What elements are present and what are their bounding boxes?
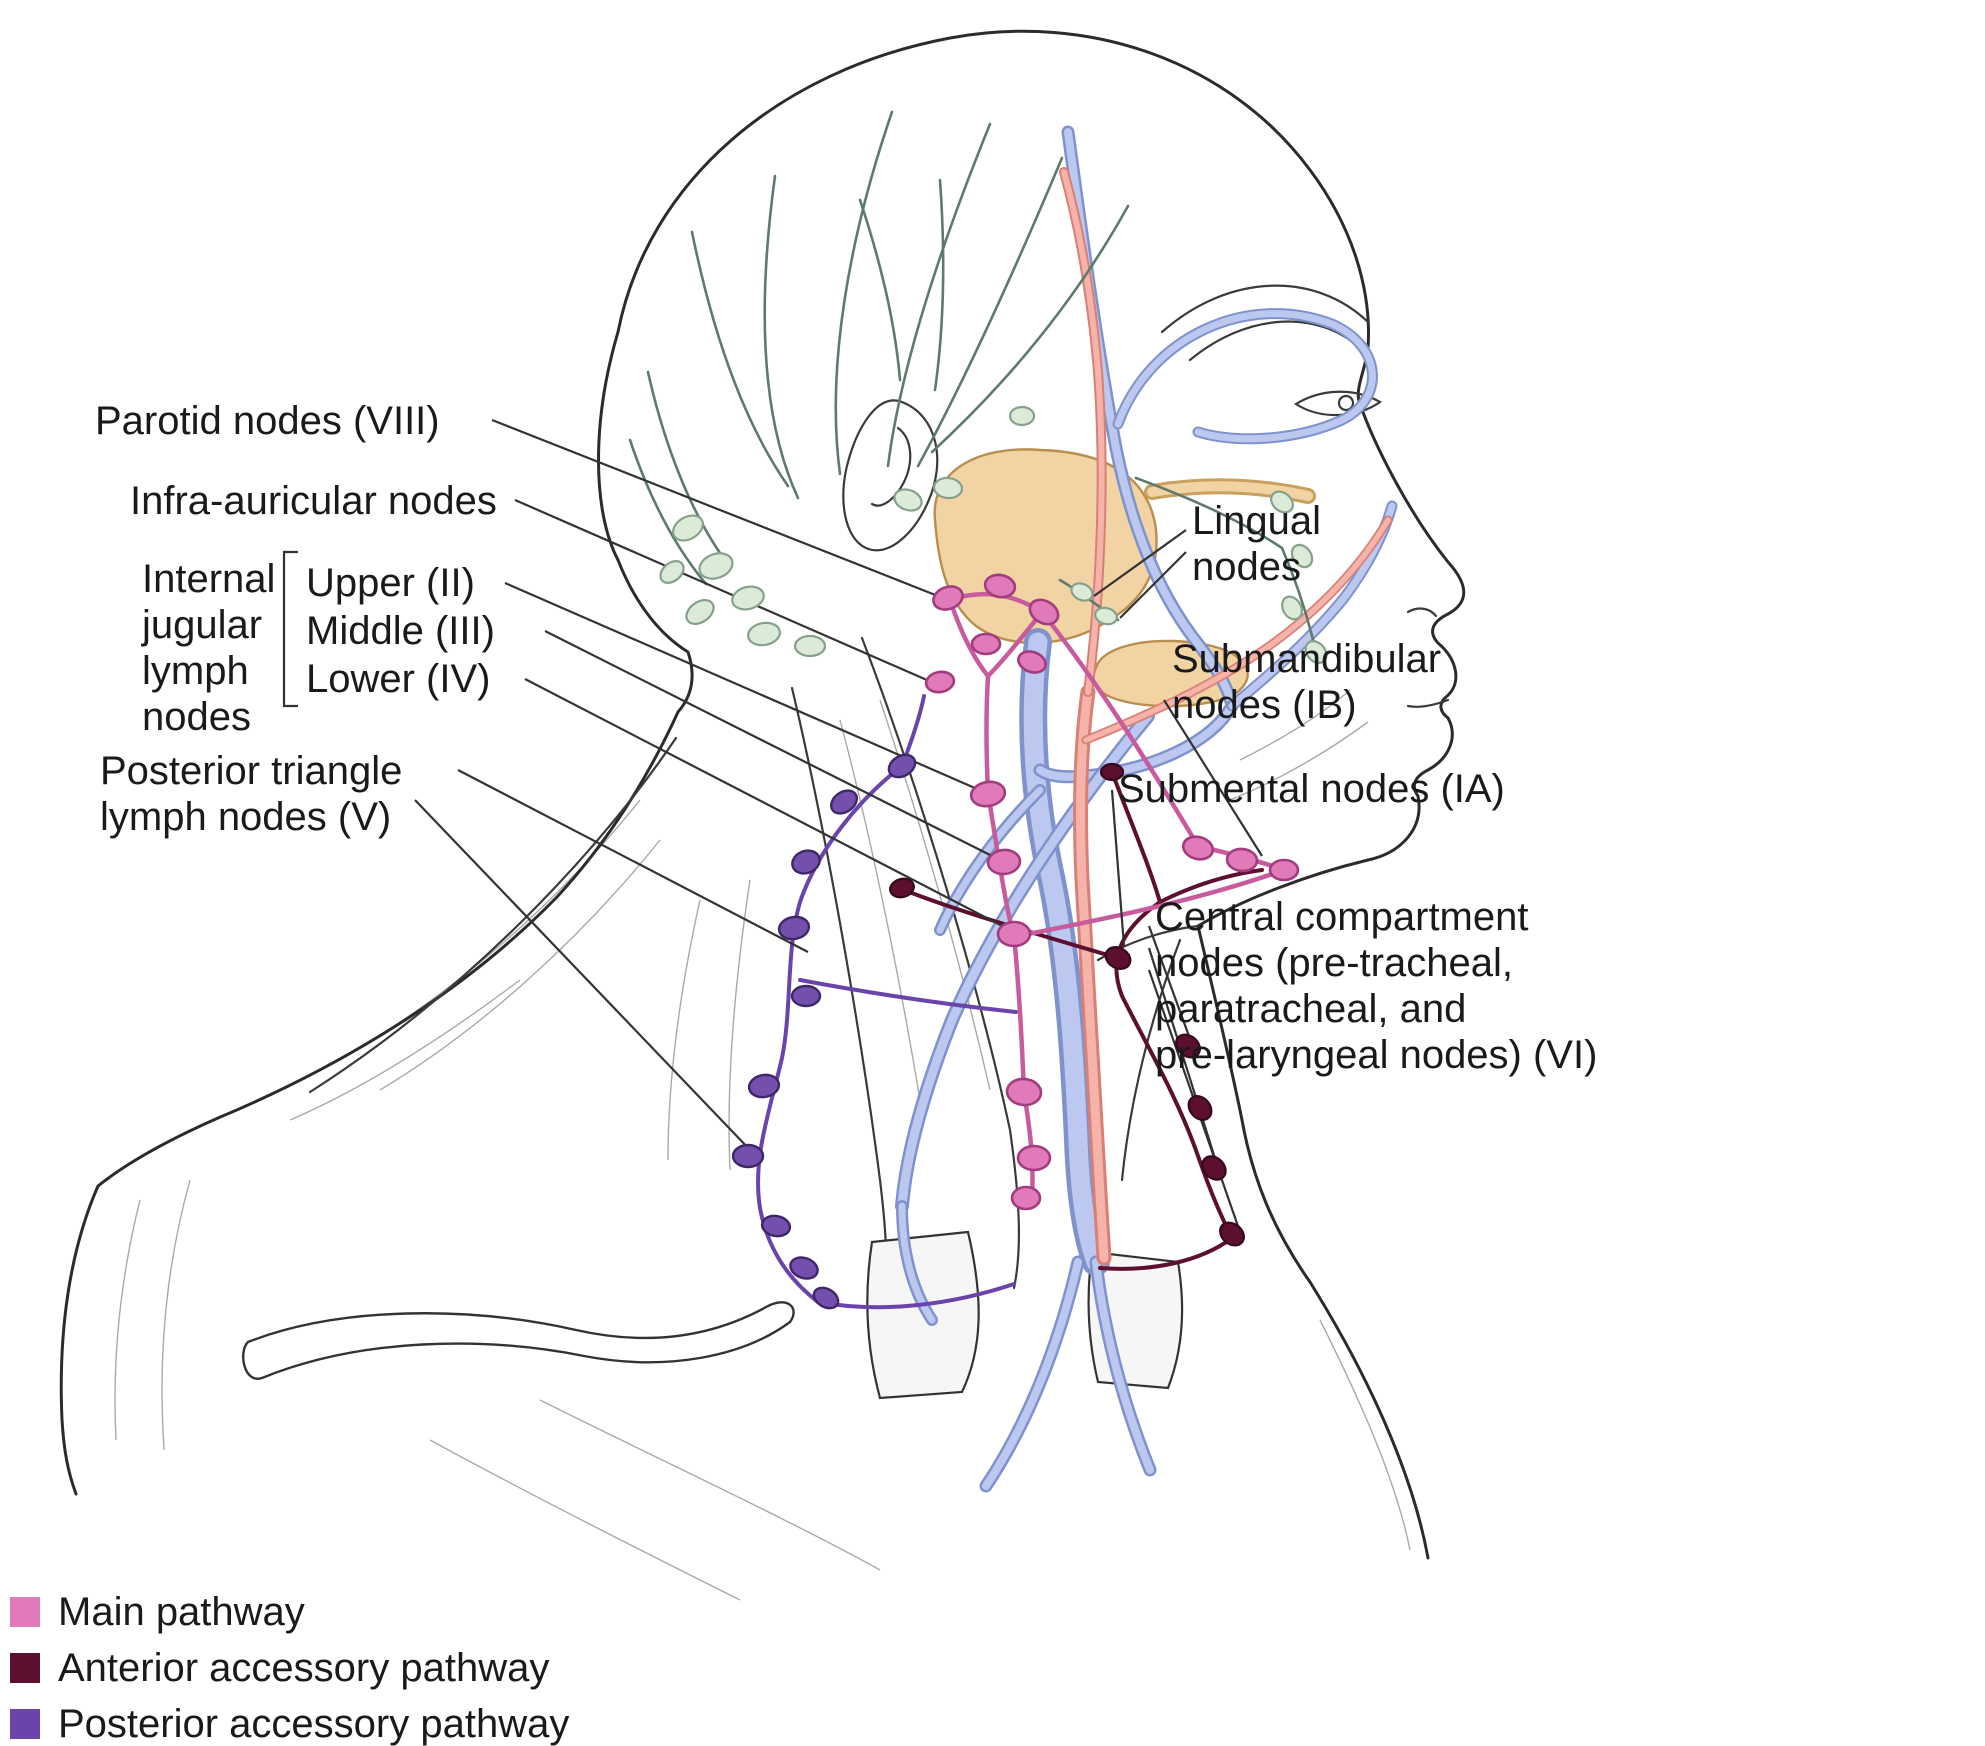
label-line: nodes [142,695,251,739]
label-line: jugular [142,603,263,647]
label-submandibular-nodes: Submandibular nodes (IB) [1172,636,1441,728]
legend-label-main-pathway: Main pathway [58,1590,305,1634]
leader-parotid [491,418,949,602]
pupil [1337,394,1355,412]
leader-lower-iv [524,678,1011,931]
label-submental-nodes: Submental nodes (IA) [1118,767,1505,811]
legend-label-posterior-accessory: Posterior accessory pathway [58,1702,570,1746]
shading-lines [114,689,1411,1601]
label-line: Lingual [1192,499,1322,543]
internal-jugular-bracket [282,550,298,708]
leader-posterior-triangle-2 [414,799,753,1153]
leader-lingual-2 [1119,551,1187,619]
main-pathway-nodes [924,573,1300,1211]
eye-brow [1160,284,1383,417]
legend-item-posterior-accessory-pathway: Posterior accessory pathway [10,1702,569,1746]
label-parotid-nodes: Parotid nodes (VIII) [95,399,440,443]
label-lower-iv: Lower (IV) [306,657,491,701]
label-line: paratracheal, and [1155,987,1467,1031]
label-central-compartment-nodes: Central compartment nodes (pre-tracheal,… [1155,894,1597,1078]
facial-features [1406,607,1450,708]
green-lymph-nodes [659,405,1328,664]
parotid-duct-fill [1147,481,1313,501]
artery-vessels [1059,167,1393,1266]
label-posterior-triangle: Posterior triangle lymph nodes (V) [100,748,402,840]
vein-vessels [895,125,1398,1493]
posterior-accessory-pathway-nodes [731,753,917,1310]
scalp-lymph-vessels [628,110,1130,586]
label-line: nodes [1192,545,1301,589]
ear [842,399,939,552]
label-line: Central compartment [1155,895,1529,939]
label-upper-ii: Upper (II) [306,561,475,605]
label-line: Posterior triangle [100,749,403,793]
legend-item-anterior-accessory-pathway: Anterior accessory pathway [10,1646,549,1690]
legend-swatch-main-pathway [10,1597,40,1627]
anterior-accessory-pathway-nodes [889,762,1245,1247]
clavicle-bone [241,1301,795,1380]
leader-submandibular [1163,699,1263,857]
leader-submental [1110,789,1126,947]
leader-posterior-triangle-1 [457,769,809,953]
label-internal-jugular-group: Internal jugular lymph nodes [142,556,275,740]
label-line: Internal [142,557,276,601]
label-infra-auricular-nodes: Infra-auricular nodes [130,479,497,523]
leader-middle-iii [544,630,1001,861]
sternal-bone-ends [866,1230,1184,1400]
label-lingual-nodes: Lingual nodes [1192,498,1321,590]
label-line: Submandibular [1172,637,1442,681]
label-line: lymph [142,649,249,693]
legend-swatch-posterior-accessory [10,1709,40,1739]
label-middle-iii: Middle (III) [306,609,495,653]
label-line: pre-laryngeal nodes) (VI) [1155,1033,1598,1077]
leader-central-1 [1147,925,1196,1051]
label-line: lymph nodes (V) [100,795,392,839]
leader-lingual-1 [1093,529,1187,597]
leader-central-2 [1147,947,1220,1169]
legend-item-main-pathway: Main pathway [10,1590,305,1634]
head-outline [59,29,1466,1560]
label-line: nodes (pre-tracheal, [1155,941,1513,985]
legend-swatch-anterior-accessory [10,1653,40,1683]
label-line: nodes (IB) [1172,683,1357,727]
leader-infra-auricular [514,498,937,686]
legend-label-anterior-accessory: Anterior accessory pathway [58,1646,550,1690]
